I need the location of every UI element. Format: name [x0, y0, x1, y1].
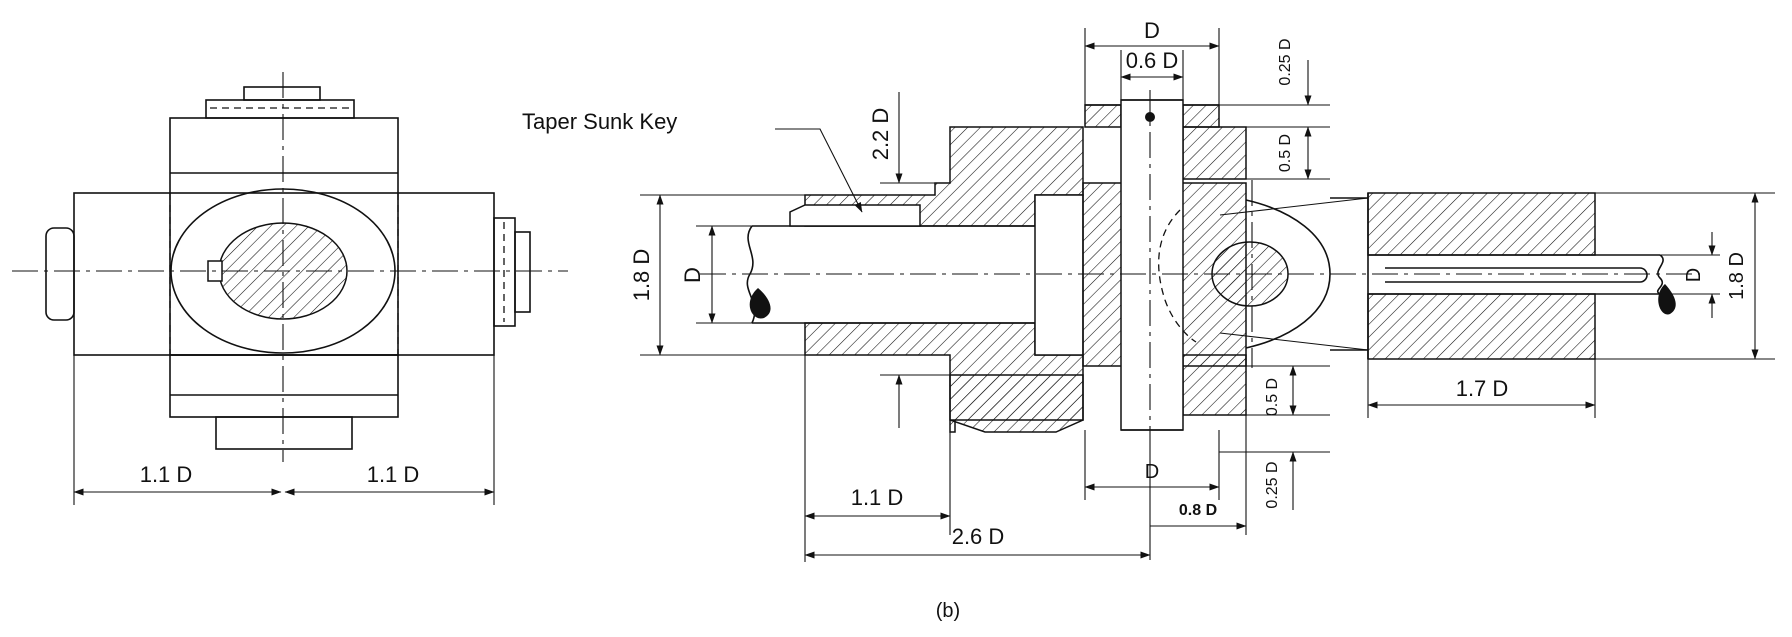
- sectional-front-view: D 0.6 D 0.25 D 0.5 D 2.2 D Taper Sunk Ke…: [522, 18, 1775, 562]
- pin-head-section-right: [1182, 104, 1220, 128]
- dim-1-1d-right-view: 1.1 D: [367, 462, 420, 487]
- taper-key-leader: [775, 128, 863, 213]
- pin-head-bottom: [215, 416, 353, 450]
- dim-d-bottom: D: [1145, 461, 1159, 483]
- eye-hidden-arc: [1158, 209, 1197, 343]
- pin-head-section-left: [1084, 104, 1122, 128]
- dim-2-2d: 2.2 D: [868, 108, 893, 161]
- eye-rod-upper-section: [1367, 192, 1596, 256]
- dim-d-left: D: [680, 267, 705, 283]
- dim-1-8d-left: 1.8 D: [629, 249, 654, 302]
- dim-1-7d: 1.7 D: [1456, 376, 1509, 401]
- joint-gap: [1034, 194, 1084, 356]
- pin-hole-dot: [1145, 112, 1155, 122]
- collar-top: [243, 86, 321, 101]
- fork-lower-outline: [169, 354, 399, 418]
- shaft-end-left: [45, 227, 75, 321]
- dim-1-1d-left-view: 1.1 D: [140, 462, 193, 487]
- rod-break-fill-right: [1658, 284, 1676, 315]
- dim-d-right: D: [1683, 268, 1705, 282]
- knuckle-pin: [1120, 99, 1184, 431]
- end-view: 1.1 D 1.1 D: [12, 72, 568, 505]
- figure-caption: (b): [936, 600, 960, 622]
- dim-0-25d-bottom: 0.25 D: [1264, 461, 1281, 508]
- dim-1-8d-right: 1.8 D: [1726, 252, 1748, 300]
- dim-d-top: D: [1144, 18, 1160, 43]
- dim-2-6d: 2.6 D: [952, 524, 1005, 549]
- rod-break-right: [1656, 254, 1664, 295]
- taper-sunk-key: [789, 204, 921, 227]
- dim-0-5d-top: 0.5 D: [1277, 134, 1294, 172]
- keyway-slot: [1385, 267, 1648, 283]
- collar-base-top: [205, 99, 355, 119]
- fork-section-upper: [804, 126, 1084, 227]
- collar-right-tip: [514, 231, 531, 313]
- rod-break-fill-left: [749, 288, 771, 319]
- dim-0-25d-top: 0.25 D: [1277, 38, 1294, 85]
- eye-rod-lower-section: [1367, 293, 1596, 360]
- dim-0-6d: 0.6 D: [1126, 48, 1179, 73]
- fork-section-upper-right: [1182, 126, 1247, 180]
- dim-0-5d-bottom: 0.5 D: [1264, 378, 1281, 416]
- taper-sunk-key-label: Taper Sunk Key: [522, 109, 677, 134]
- dim-1-1d-center: 1.1 D: [851, 485, 904, 510]
- dim-0-8d: 0.8 D: [1179, 502, 1217, 519]
- fork-section-lower-round: [949, 374, 1084, 433]
